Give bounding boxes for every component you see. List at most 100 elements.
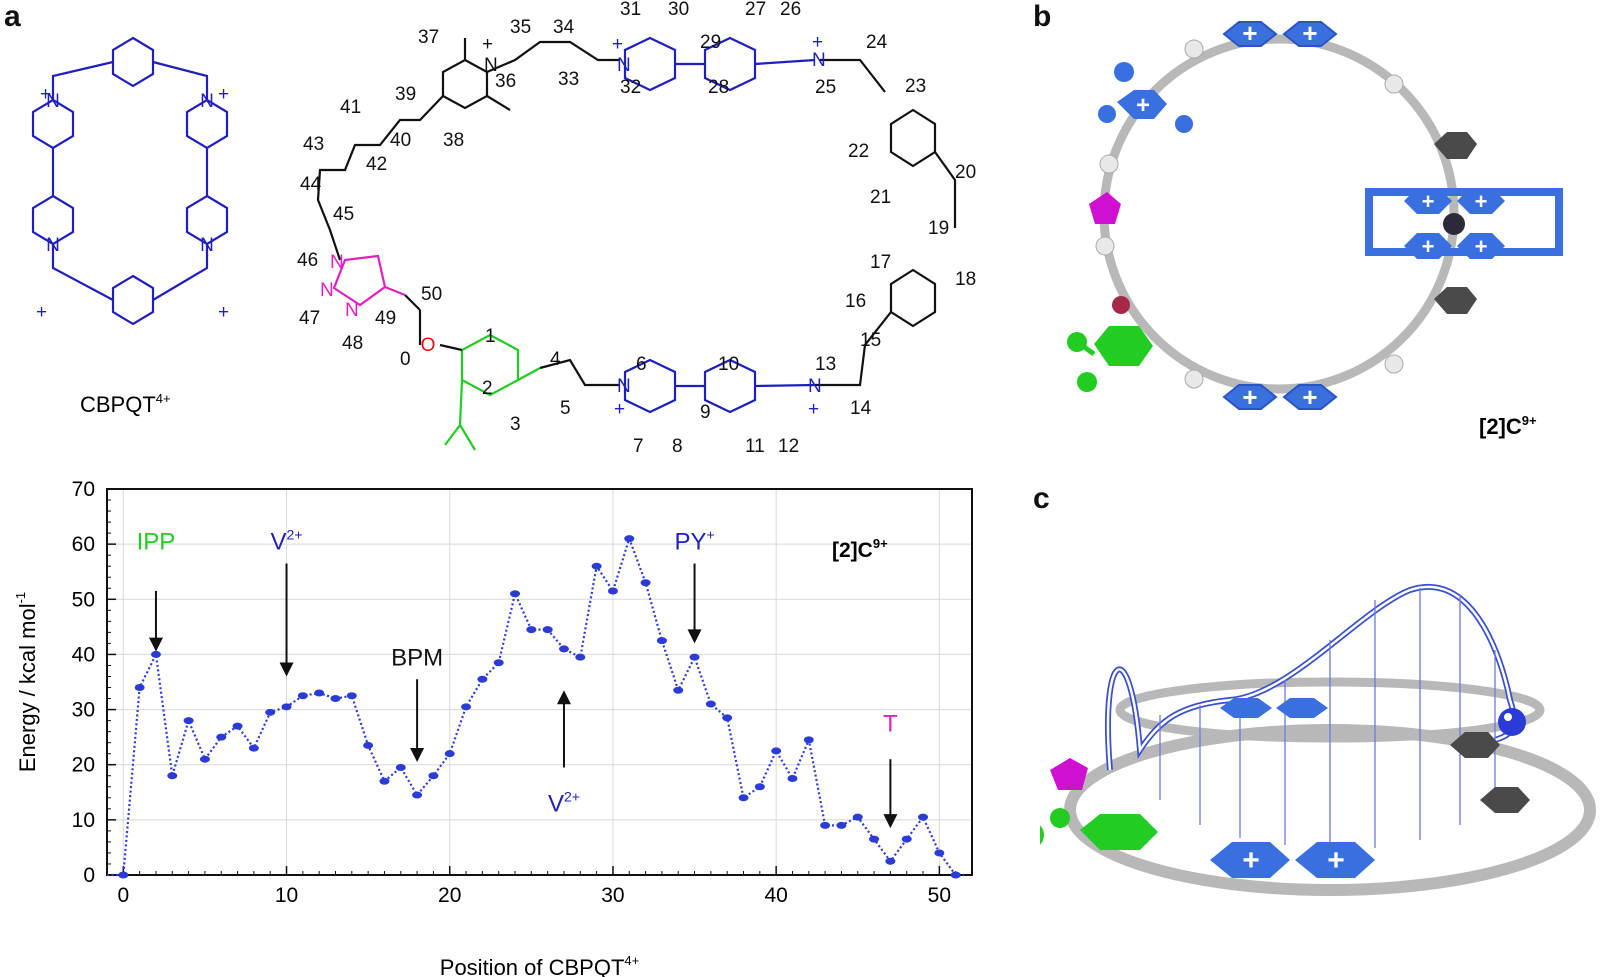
data-point	[607, 587, 618, 595]
data-point	[836, 821, 847, 829]
panel-letter-c: c	[1033, 482, 1050, 515]
data-point	[510, 590, 521, 598]
model-c-ipp	[1040, 808, 1158, 850]
cbpqt-plus-4: +	[218, 302, 229, 323]
cbpqt-plus-2: +	[218, 84, 229, 105]
svg-text:+: +	[1242, 844, 1260, 877]
svg-text:38: 38	[443, 130, 464, 151]
x-tick-label: 20	[438, 884, 461, 907]
triazole-ring	[332, 254, 406, 307]
annotation-arrow-head	[556, 690, 571, 705]
data-point	[493, 659, 504, 667]
svg-text:5: 5	[560, 398, 571, 419]
chart-plot-frame	[106, 488, 973, 876]
y-axis-label: Energy / kcal mol-1	[13, 592, 40, 772]
data-point	[183, 717, 194, 725]
y-tick-label: 20	[72, 754, 95, 777]
chain-n-labels: N + N + N + N + N + N N N	[320, 32, 826, 420]
svg-text:+: +	[612, 34, 623, 55]
y-tick-label: 70	[72, 478, 95, 501]
data-point	[820, 821, 831, 829]
oxygen-atom: O	[421, 335, 436, 356]
catenane-energy-3d-view: + +	[1040, 584, 1596, 896]
model-top-viologen: + +	[1222, 18, 1338, 48]
svg-text:1: 1	[485, 326, 496, 347]
atom-numbers: 0 1 2 3 4 5 6 7 8 9 10 11 12 13 14 15 16…	[297, 0, 976, 457]
chain-viologens	[623, 36, 816, 414]
svg-text:8: 8	[672, 436, 683, 457]
svg-text:+: +	[1327, 844, 1345, 877]
data-point	[281, 703, 292, 711]
x-tick-label: 50	[928, 884, 951, 907]
annotation-label: IPP	[137, 529, 176, 556]
data-point	[542, 626, 553, 634]
svg-text:25: 25	[815, 77, 836, 98]
panel-letter-a: a	[4, 0, 21, 33]
svg-text:15: 15	[860, 330, 881, 351]
svg-text:45: 45	[333, 204, 354, 225]
svg-text:20: 20	[955, 162, 976, 183]
data-point	[787, 775, 798, 782]
cbpqt-plus-3: +	[36, 302, 47, 323]
data-point	[395, 763, 406, 771]
annotation-arrow-head	[279, 662, 294, 677]
svg-text:18: 18	[955, 269, 976, 290]
annotation-arrow-head	[687, 629, 702, 644]
panel-letter-b: b	[1033, 0, 1052, 33]
svg-text:11: 11	[745, 436, 765, 457]
data-point	[444, 750, 455, 758]
y-tick-label: 30	[72, 699, 95, 722]
data-point	[656, 637, 667, 645]
model-triazole	[1089, 192, 1121, 224]
data-point	[950, 871, 961, 879]
svg-text:35: 35	[510, 17, 531, 38]
annotation-arrow-head	[883, 814, 898, 829]
svg-text:24: 24	[866, 32, 888, 53]
svg-text:36: 36	[495, 71, 516, 92]
cbpqt-n-1: N	[46, 91, 60, 112]
model-pyridinium: +	[1098, 62, 1193, 133]
data-point	[738, 794, 749, 802]
cbpqt-labels: N + N + N + N +	[36, 84, 229, 323]
svg-text:N: N	[345, 300, 359, 321]
svg-text:+: +	[1302, 382, 1317, 412]
cbpqt-label: CBPQT4+	[80, 391, 171, 417]
svg-text:4: 4	[550, 349, 561, 370]
dimethylpyridinium-ring	[441, 58, 489, 110]
data-point	[803, 736, 814, 744]
model-oxygen	[1112, 296, 1130, 314]
svg-text:N: N	[330, 252, 344, 273]
y-tick-label: 60	[72, 533, 95, 556]
model-cbpqt-box: ++ ++	[1365, 132, 1563, 314]
catenane-model-top-view: + + + + + ++ ++	[1067, 18, 1563, 439]
xylylene-ring-lower	[889, 268, 937, 328]
svg-text:14: 14	[850, 398, 872, 419]
x-axis-label: Position of CBPQT4+	[440, 953, 639, 977]
data-point	[477, 675, 488, 683]
svg-text:+: +	[812, 32, 823, 53]
x-tick-label: 40	[764, 884, 787, 907]
data-point	[314, 689, 325, 697]
svg-text:17: 17	[870, 252, 891, 273]
svg-text:33: 33	[558, 69, 579, 90]
svg-text:+: +	[1136, 92, 1150, 119]
y-tick-label: 50	[72, 588, 95, 611]
data-point	[199, 755, 210, 763]
data-point	[705, 700, 716, 708]
cbpqt-bottom-phenylene	[111, 274, 155, 326]
data-point	[934, 849, 945, 857]
svg-text:N: N	[617, 55, 631, 76]
svg-text:2: 2	[482, 378, 493, 399]
model-c-viologens: + +	[1210, 698, 1375, 878]
svg-text:42: 42	[366, 154, 387, 175]
data-point	[689, 653, 700, 661]
data-point	[330, 695, 341, 703]
annotation-label: V2+	[271, 527, 303, 556]
svg-text:46: 46	[297, 250, 318, 271]
svg-text:50: 50	[421, 284, 442, 305]
energy-series-line	[107, 535, 964, 877]
svg-text:+: +	[482, 34, 493, 55]
svg-text:+: +	[1422, 189, 1435, 214]
